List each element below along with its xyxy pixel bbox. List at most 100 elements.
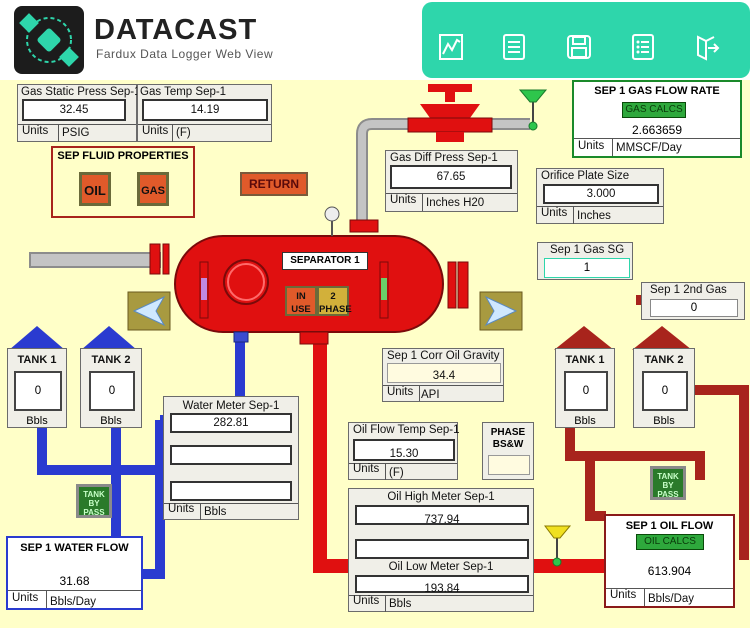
oil-meters-panel: Oil High Meter Sep-1 737.94 Oil Low Mete… [348, 488, 534, 612]
tank-name: TANK 2 [91, 354, 131, 366]
units-label: Units [12, 592, 39, 604]
gas-temp-units: (F) [176, 127, 191, 139]
tank-unit: Bbls [653, 415, 675, 427]
water-flow-panel: SEP 1 WATER FLOW 31.68 Units Bbls/Day [6, 536, 143, 610]
left-tank-2: TANK 2 0 Bbls [80, 348, 142, 428]
oil-calcs-button[interactable]: OIL CALCS [636, 534, 704, 550]
gas-temp-panel: Gas Temp Sep-1 14.19 Units (F) [137, 84, 272, 142]
gas-calcs-button[interactable]: GAS CALCS [622, 102, 686, 118]
nav-bar [422, 2, 750, 78]
orifice-plate-panel: Orifice Plate Size 3.000 Units Inches [536, 168, 664, 224]
in-use-button[interactable]: IN USE [285, 286, 317, 316]
tank-name: TANK 1 [565, 354, 605, 366]
oil-flow-temp-units: (F) [389, 467, 404, 479]
brand-subtitle: Fardux Data Logger Web View [96, 47, 274, 61]
gas-diff-press-value: 67.65 [390, 165, 512, 189]
units-label: Units [578, 140, 605, 152]
left-tank-roofs [9, 326, 137, 350]
tank-unit: Bbls [574, 415, 596, 427]
oil-meter-indicator-icon [544, 525, 572, 567]
gas-flow-rate-value: 2.663659 [631, 123, 683, 137]
tank-unit: Bbls [100, 415, 122, 427]
gas-diff-press-title: Gas Diff Press Sep-1 [390, 152, 498, 164]
corr-oil-gravity-value: 34.4 [387, 363, 501, 383]
phase-bsw-title-line1: PHASE [490, 427, 526, 438]
oil-flow-temp-title: Oil Flow Temp Sep-1 [353, 424, 460, 436]
oil-flow-temp-panel: Oil Flow Temp Sep-1 15.30 Units (F) [348, 422, 460, 480]
gas-flow-rate-units: MMSCF/Day [616, 142, 682, 154]
gas-diff-press-units: Inches H20 [426, 197, 485, 209]
header: DATACAST Fardux Data Logger Web View [0, 0, 750, 80]
oil-flow-panel: SEP 1 OIL FLOW OIL CALCS 613.904 Units B… [604, 514, 735, 608]
oil-flow-units: Bbls/Day [648, 593, 695, 605]
tank-value: 0 [642, 371, 688, 411]
units-label: Units [541, 207, 568, 219]
exit-icon[interactable] [692, 32, 722, 62]
sep-fluid-properties-panel: SEP FLUID PROPERTIES OIL GAS [51, 146, 195, 218]
units-label: Units [168, 503, 195, 515]
gas-button[interactable]: GAS [137, 172, 169, 206]
gas-static-press-units: PSIG [62, 127, 90, 139]
units-label: Units [610, 589, 637, 601]
oil-low-meter-title: Oil Low Meter Sep-1 [388, 561, 494, 573]
tank-value: 0 [89, 371, 135, 411]
pressure-gauge-icon [324, 206, 340, 236]
report-icon[interactable] [499, 32, 529, 62]
water-flow-units: Bbls/Day [50, 596, 97, 608]
water-meter-panel: Water Meter Sep-1 282.81 Units Bbls [163, 396, 299, 520]
brand-title: DATACAST [94, 14, 258, 46]
return-button[interactable]: RETURN [240, 172, 308, 196]
sep-fluid-properties-title: SEP FLUID PROPERTIES [57, 150, 189, 162]
two-phase-button[interactable]: 2 PHASE [317, 286, 352, 316]
satellite-logo-icon [19, 13, 79, 67]
separator-label: SEPARATOR 1 [282, 252, 368, 270]
water-meter-title: Water Meter Sep-1 [182, 400, 280, 412]
gas-control-valve-icon [407, 84, 493, 142]
tank-bypass-label: TANK BY PASS [657, 472, 679, 499]
next-arrow-icon[interactable] [479, 291, 523, 331]
oil-low-meter-value: 193.84 [355, 575, 529, 595]
water-meter-value: 282.81 [170, 413, 292, 433]
gas-temp-title: Gas Temp Sep-1 [140, 86, 227, 98]
list-icon[interactable] [628, 32, 658, 62]
second-gas-title: Sep 1 2nd Gas [650, 284, 727, 296]
water-meter-value-2 [170, 445, 292, 465]
second-gas-panel: Sep 1 2nd Gas 0 [641, 282, 745, 320]
phase-bsw-value [488, 455, 530, 475]
oil-button[interactable]: OIL [79, 172, 111, 206]
oil-flow-value: 613.904 [647, 564, 692, 578]
tank-unit: Bbls [26, 415, 48, 427]
units-label: Units [353, 463, 380, 475]
oil-high-meter-title: Oil High Meter Sep-1 [387, 491, 495, 503]
right-tank-2: TANK 2 0 Bbls [633, 348, 695, 428]
orifice-plate-title: Orifice Plate Size [541, 170, 630, 182]
previous-arrow-icon[interactable] [127, 291, 171, 331]
app-logo [14, 6, 84, 74]
inlet-pipe [29, 252, 161, 268]
water-meter-value-3 [170, 481, 292, 501]
save-icon[interactable] [564, 32, 594, 62]
units-label: Units [390, 194, 417, 206]
water-flow-title: SEP 1 WATER FLOW [20, 542, 129, 554]
tank-value: 0 [564, 371, 608, 411]
corr-oil-gravity-panel: Sep 1 Corr Oil Gravity 34.4 Units API [382, 348, 504, 402]
right-tank-bypass-button[interactable]: TANK BY PASS [650, 466, 686, 500]
left-tank-bypass-button[interactable]: TANK BY PASS [76, 484, 112, 518]
gas-meter-indicator-icon [518, 89, 548, 131]
gas-sg-panel: Sep 1 Gas SG 1 [537, 242, 633, 280]
orifice-plate-units: Inches [577, 210, 611, 222]
chart-icon[interactable] [436, 32, 466, 62]
tank-name: TANK 2 [644, 354, 684, 366]
oil-flow-title: SEP 1 OIL FLOW [625, 520, 714, 532]
gas-temp-value: 14.19 [142, 99, 268, 121]
gas-static-press-value: 32.45 [22, 99, 126, 121]
separator-vessel [149, 219, 469, 345]
units-label: Units [22, 125, 49, 137]
tank-bypass-label: TANK BY PASS [83, 490, 105, 517]
gas-static-press-title: Gas Static Press Sep-1 [21, 86, 141, 98]
gas-diff-press-panel: Gas Diff Press Sep-1 67.65 Units Inches … [385, 150, 518, 212]
oil-flow-temp-value: 15.30 [353, 439, 455, 461]
oil-meters-units: Bbls [389, 598, 412, 610]
